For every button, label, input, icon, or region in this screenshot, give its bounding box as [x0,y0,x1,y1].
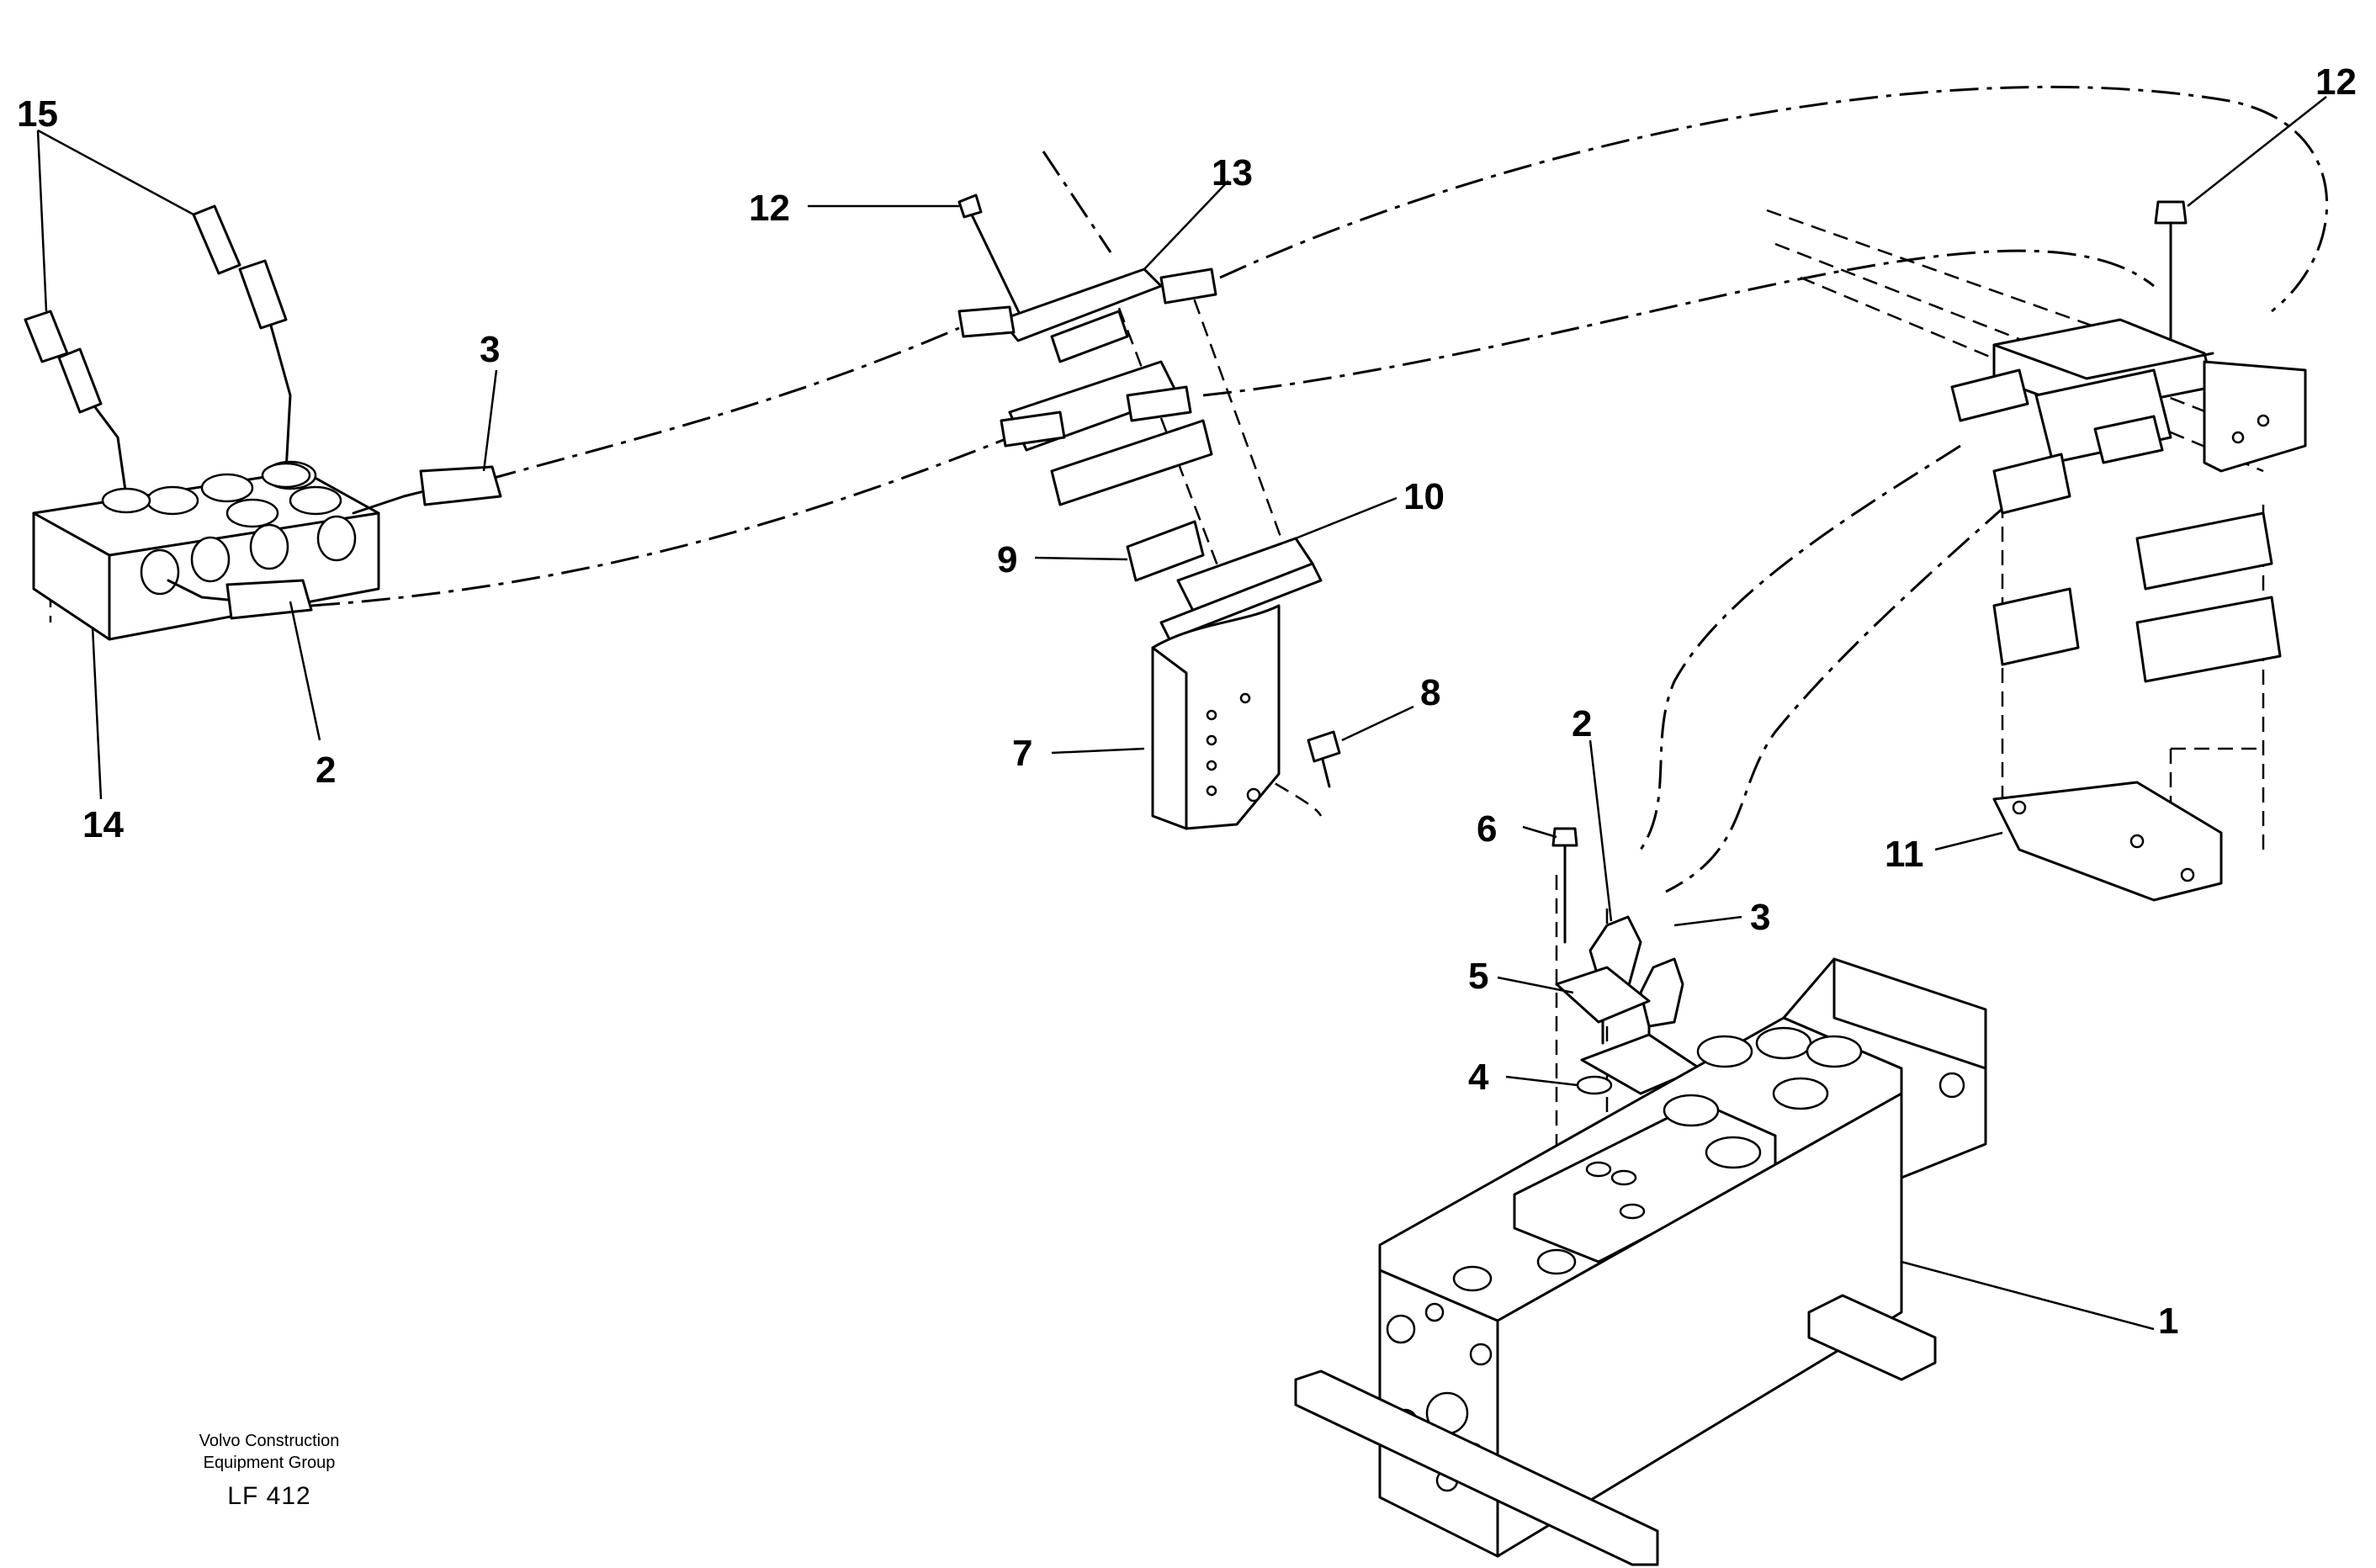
footer-company-line1: Volvo Construction [199,1432,340,1450]
bolt-12-center [957,193,1028,330]
rear-block-right [2203,360,2307,473]
manufacturer-footer: Volvo Construction Equipment Group LF 41… [151,1430,387,1511]
valve-block-14 [32,460,380,641]
callout-2-left: 2 [316,750,336,791]
bracket-7 [1151,604,1281,830]
control-lever-15-right [192,204,311,489]
control-valve-unit-1 [1378,957,1987,1558]
clamp-plate-10 [1159,537,1323,641]
screw-6 [1551,827,1578,944]
clamp-half-9 [1126,520,1205,582]
callout-2-right: 2 [1572,703,1592,744]
clamp-half-upper [1000,360,1213,506]
callout-13: 13 [1212,152,1253,193]
o-ring-4 [1576,1075,1613,1095]
footer-company-line2: Equipment Group [203,1454,336,1472]
screw-8 [1307,730,1341,788]
mounting-rails-1 [1294,1294,1937,1566]
clamp-plate-top-right [1950,318,2214,464]
part-callouts: 15 3 2 14 12 13 10 9 7 8 6 2 3 5 4 1 11 … [17,61,2357,1342]
clamp-halves-right [1992,453,2282,683]
base-plate-11 [1992,781,2223,902]
callout-15: 15 [17,93,58,135]
callout-3-left: 3 [480,329,500,370]
callout-8: 8 [1420,672,1440,713]
callout-4: 4 [1468,1057,1489,1098]
hose-connector-3-left [352,465,502,515]
clamp-plate-13 [957,268,1217,363]
leader-lines [36,96,2327,1331]
callout-1: 1 [2158,1300,2178,1342]
callout-14: 14 [82,804,124,845]
drawing-reference: LF 412 [227,1482,311,1510]
callout-12-center: 12 [749,188,790,229]
callout-7: 7 [1012,733,1032,774]
callout-12-right: 12 [2315,61,2357,103]
hose-connector-2-left [167,579,313,620]
callout-9: 9 [997,539,1017,580]
callout-10: 10 [1403,476,1445,517]
callout-11: 11 [1885,834,1924,875]
callout-6: 6 [1477,808,1497,850]
callout-5: 5 [1468,956,1488,997]
control-lever-15-left [24,310,151,514]
callout-3-right: 3 [1750,897,1770,938]
